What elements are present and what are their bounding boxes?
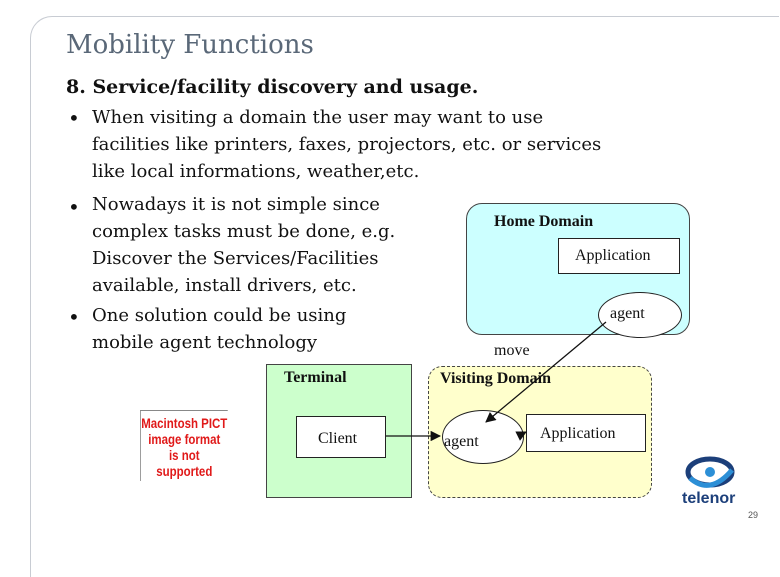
bullet-2: Nowadays it is not simple since complex … <box>92 191 395 299</box>
page-number: 29 <box>748 510 759 520</box>
home-domain-label: Home Domain <box>494 213 594 230</box>
section-heading: 8. Service/facility discovery and usage. <box>66 76 479 98</box>
home-application-label: Application <box>575 247 651 264</box>
home-agent-label: agent <box>610 305 645 322</box>
terminal-label: Terminal <box>284 369 347 386</box>
bullet-line: When visiting a domain the user may want… <box>92 107 544 128</box>
pict-line: Macintosh PICT <box>141 415 228 431</box>
telenor-logo-icon <box>685 456 735 488</box>
pict-placeholder-image: Macintosh PICT image format is not suppo… <box>140 410 228 481</box>
visiting-domain-label: Visiting Domain <box>440 370 551 387</box>
bullet-line: Nowadays it is not simple since <box>92 194 380 215</box>
bullet-icon: • <box>68 195 80 219</box>
home-agent-node <box>598 292 682 338</box>
pict-line: image format <box>148 431 221 447</box>
bullet-3: One solution could be using mobile agent… <box>92 302 346 356</box>
bullet-icon: • <box>68 106 80 130</box>
bullet-line: complex tasks must be done, e.g. <box>92 221 396 242</box>
visiting-agent-label: agent <box>444 433 479 450</box>
home-application-box <box>558 238 680 274</box>
bullet-line: One solution could be using <box>92 305 347 326</box>
bullet-1: When visiting a domain the user may want… <box>92 104 601 185</box>
move-label: move <box>494 342 530 359</box>
slide-frame <box>30 16 779 577</box>
visiting-application-label: Application <box>540 425 616 442</box>
client-label: Client <box>318 430 358 447</box>
bullet-line: like local informations, weather,etc. <box>92 161 420 182</box>
bullet-line: mobile agent technology <box>92 332 318 353</box>
telenor-logo-text: telenor <box>682 490 736 507</box>
bullet-line: Discover the Services/Facilities <box>92 248 379 269</box>
bullet-line: facilities like printers, faxes, project… <box>92 134 602 155</box>
pict-line: is not supported <box>156 447 213 479</box>
slide-title: Mobility Functions <box>66 30 314 60</box>
bullet-line: available, install drivers, etc. <box>92 275 357 296</box>
bullet-icon: • <box>68 305 80 329</box>
client-box <box>296 416 386 458</box>
